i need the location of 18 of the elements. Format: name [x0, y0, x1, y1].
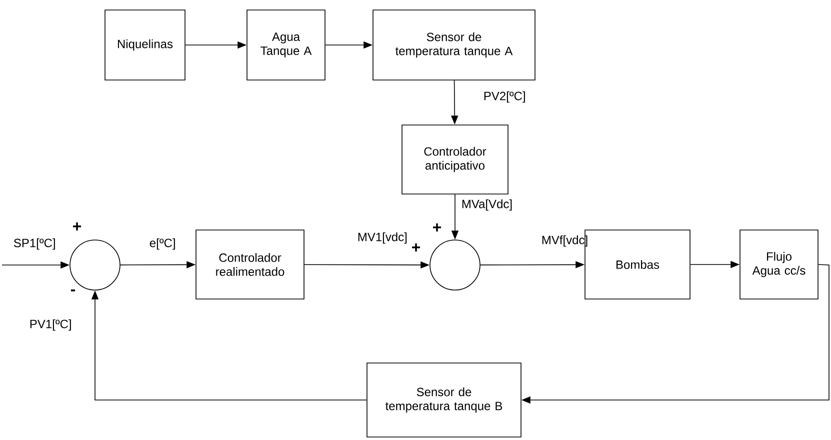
- edge-label: PV1[ºC]: [30, 319, 71, 331]
- block-box: Sensor de temperatura tanque B: [366, 362, 522, 438]
- summing-junction: [70, 240, 120, 290]
- block-box: Agua Tanque A: [246, 10, 326, 80]
- block-box: Flujo Agua cc/s: [740, 230, 818, 300]
- edge-label: SP1[ºC]: [14, 238, 55, 250]
- sign-label: -: [70, 289, 76, 292]
- edge-label: MV1[vdc]: [358, 232, 407, 244]
- sign-label: +: [433, 223, 442, 232]
- block-box: Niquelinas: [104, 10, 186, 80]
- block-box: Controlador realimentado: [196, 230, 304, 300]
- sign-label: +: [412, 243, 420, 252]
- edge-label: PV2[ºC]: [484, 91, 525, 103]
- block-box: Sensor de temperatura tanque A: [372, 10, 536, 80]
- edge-label: MVa[Vdc]: [462, 199, 512, 211]
- block-box: Controlador anticipativo: [402, 124, 508, 194]
- edge-label: e[ºC]: [150, 238, 175, 250]
- summing-junction: [430, 240, 480, 290]
